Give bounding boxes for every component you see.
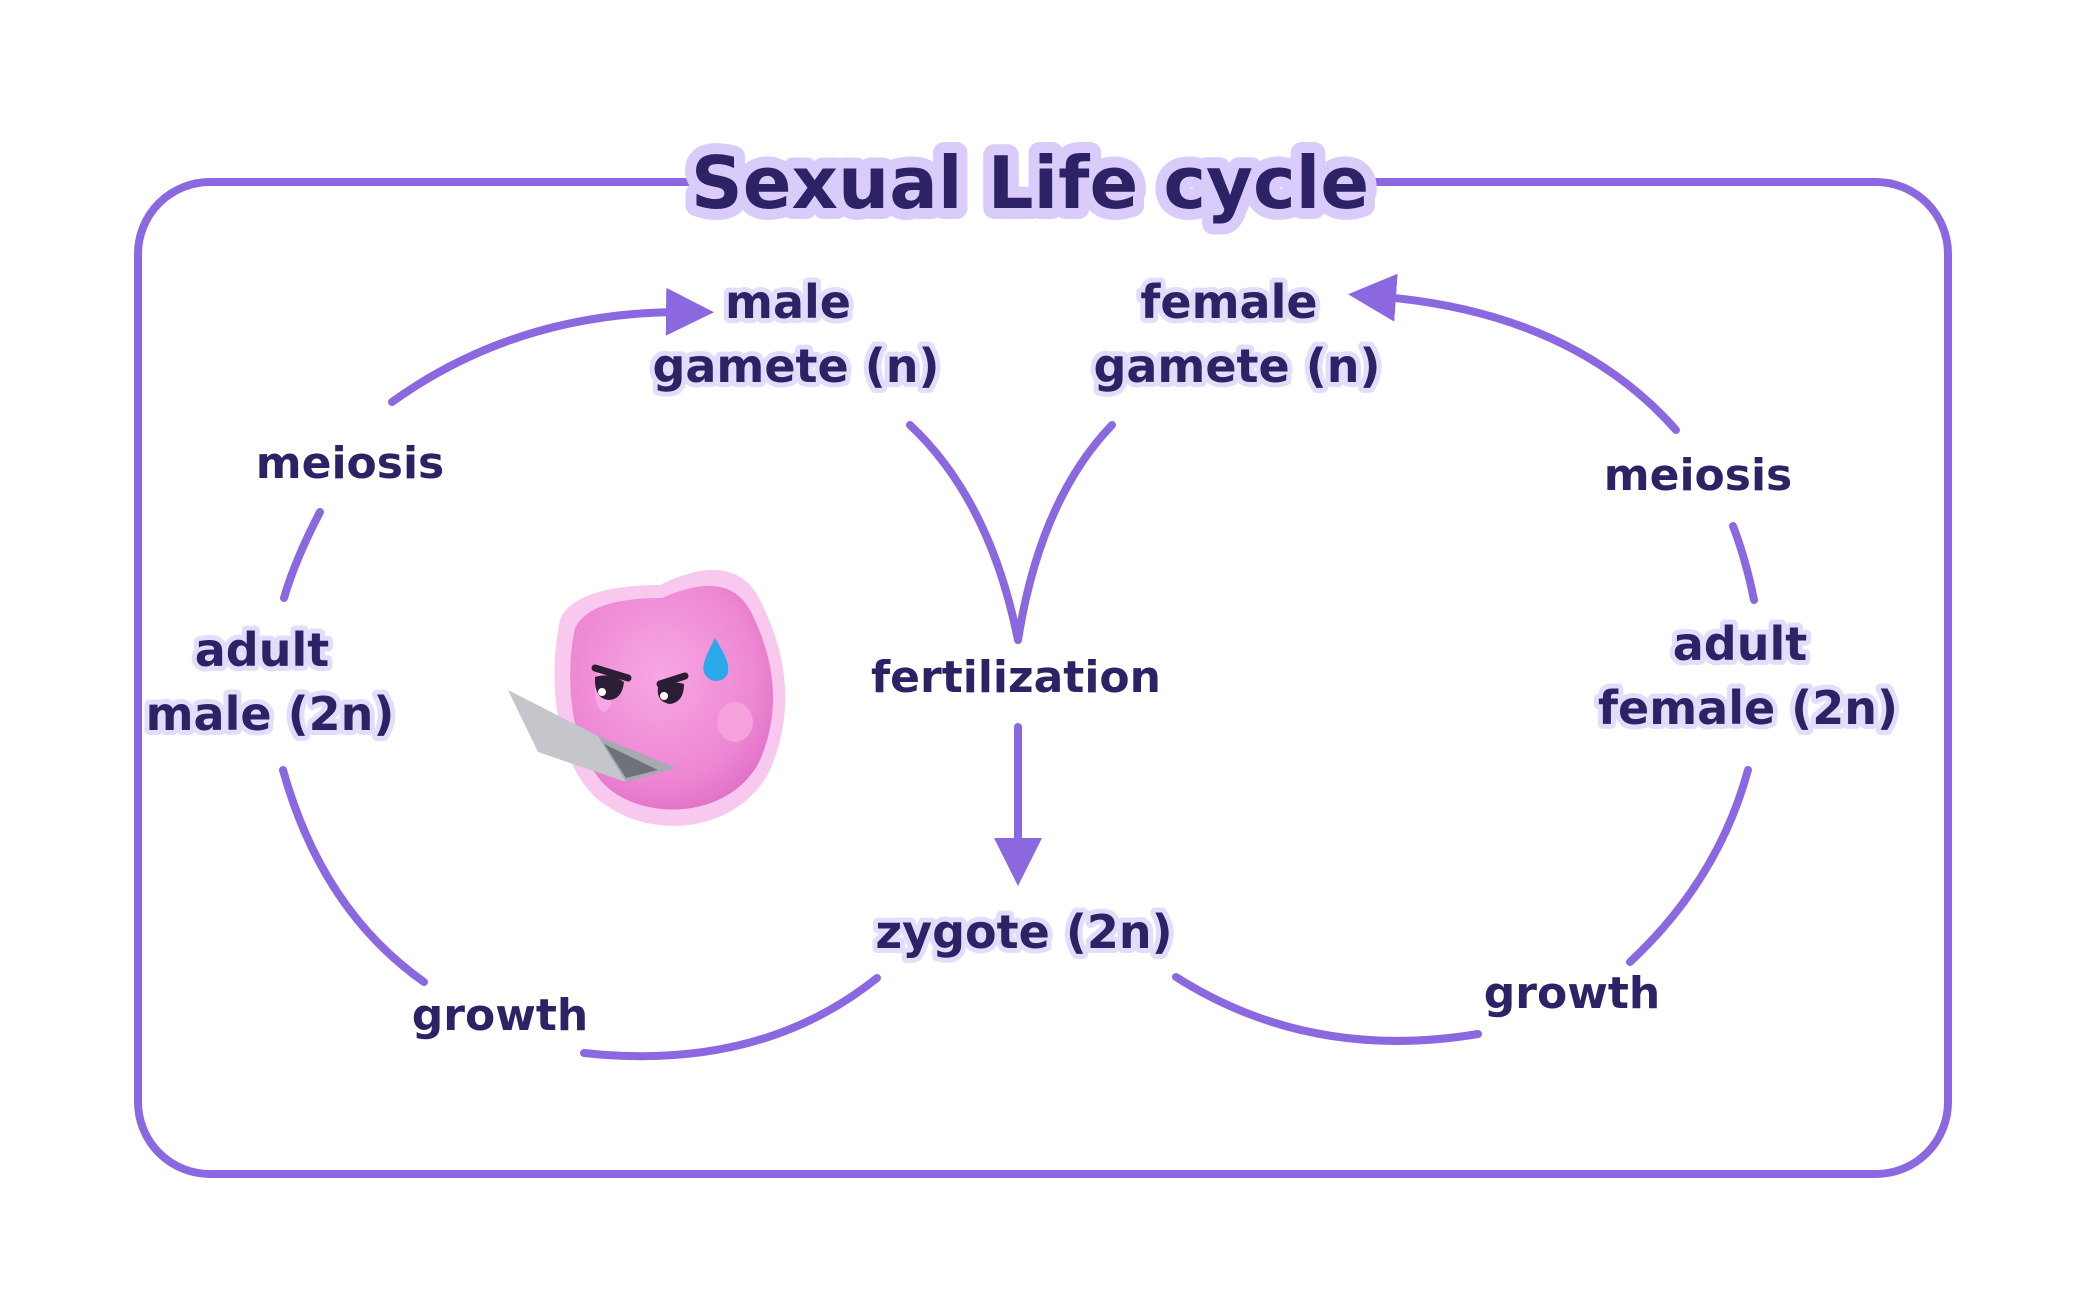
node-adult-male: adult male (2n) [146, 623, 395, 741]
arc-adult-male-to-growth [279, 766, 428, 986]
arc-zygote-to-growth-right [1172, 973, 1482, 1045]
arc-adult-female-to-growth [1626, 766, 1752, 966]
process-meiosis-left: meiosis [256, 438, 444, 489]
worried-blob-with-laptop-icon [508, 569, 786, 826]
process-growth-left: growth [412, 990, 588, 1041]
arc-adult-male-to-meiosis [280, 508, 324, 602]
process-fertilization: fertilization [871, 652, 1161, 703]
node-female-gamete: female gamete (n) [1093, 275, 1380, 393]
line-female-gamete-to-fertilization [1014, 421, 1116, 644]
arrow-meiosis-to-female-gamete [1348, 273, 1680, 434]
node-adult-female: adult female (2n) [1598, 617, 1898, 735]
line-male-gamete-to-fertilization [906, 421, 1022, 644]
process-meiosis-right: meiosis [1604, 450, 1792, 501]
arc-growth-to-zygote-left [580, 974, 881, 1061]
node-male-gamete: male gamete (n) [652, 275, 939, 393]
arc-meiosis-to-adult-female [1729, 522, 1758, 604]
node-zygote: zygote (2n) [875, 905, 1172, 959]
process-growth-right: growth [1484, 968, 1660, 1019]
diagram-title: Sexual Life cycle [691, 141, 1369, 225]
diagram-frame [134, 178, 1952, 1178]
arrow-meiosis-to-male-gamete [388, 287, 714, 406]
